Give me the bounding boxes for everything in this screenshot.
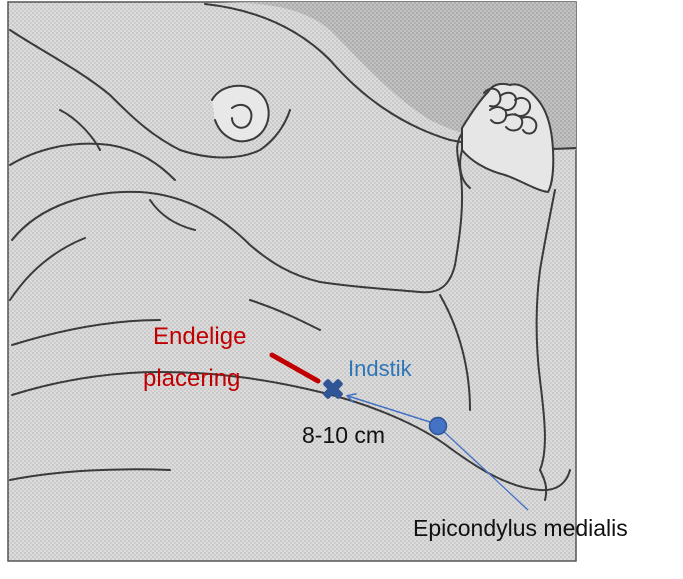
final-placement-label-line1: Endelige [153,324,246,350]
distance-label: 8-10 cm [302,423,385,448]
final-placement-label-line2: placering [143,366,240,392]
landmark-label: Epicondylus medialis [413,516,628,541]
circle-marker-icon [430,418,447,435]
insertion-label: Indstik [348,357,412,381]
